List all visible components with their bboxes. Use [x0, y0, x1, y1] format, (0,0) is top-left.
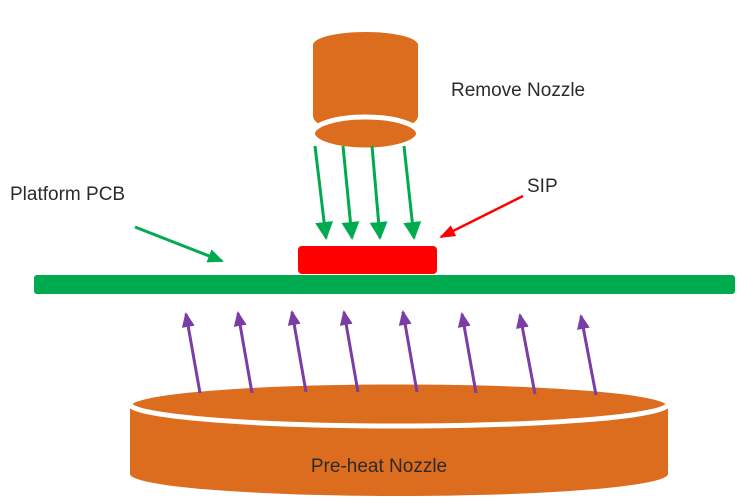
- heat-flow-down-arrows: [313, 145, 422, 240]
- remove-nozzle-label: Remove Nozzle: [451, 80, 586, 101]
- sip-pointer-arrow: [439, 194, 524, 239]
- sip-chip: [298, 246, 437, 274]
- remove-nozzle-shape: [310, 32, 421, 153]
- preheat-nozzle-shape: [127, 379, 671, 496]
- platform-pcb-pointer-arrow: [134, 225, 224, 263]
- pcb-bar: [34, 275, 735, 294]
- preheat-nozzle-label: Pre-heat Nozzle: [310, 456, 448, 477]
- sip-label: SIP: [527, 176, 558, 197]
- heat-flow-up-arrows: [181, 310, 598, 396]
- platform-pcb-label: Platform PCB: [10, 184, 126, 205]
